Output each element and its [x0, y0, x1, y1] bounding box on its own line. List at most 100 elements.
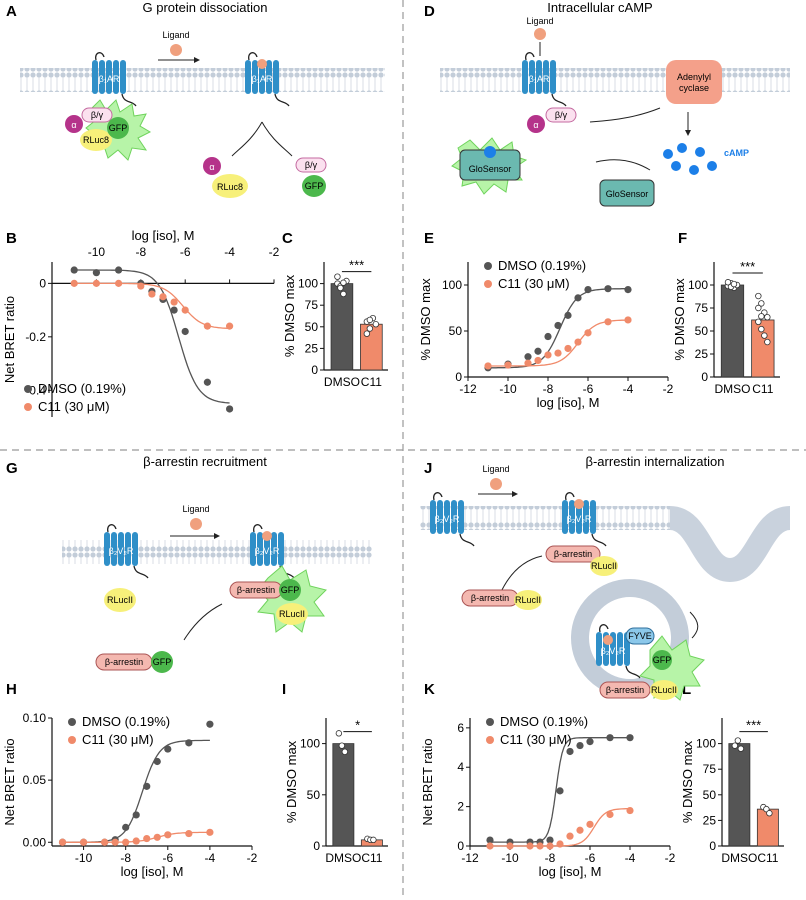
- data-point: [132, 811, 140, 819]
- data-point: [574, 338, 582, 346]
- data-point: [556, 787, 564, 795]
- data-point: [586, 738, 594, 746]
- panel-letter-g: G: [6, 460, 18, 477]
- panel-letter-c: C: [282, 230, 293, 247]
- membrane: [20, 68, 385, 92]
- y-tick-label: 0.10: [23, 711, 47, 725]
- y-axis-label: % DMSO max: [282, 274, 297, 357]
- bar-point: [724, 279, 732, 286]
- data-point: [143, 782, 151, 790]
- y-tick-label: 50: [703, 788, 717, 802]
- fyve-label: FYVE: [628, 631, 652, 641]
- alpha-free-label: α: [209, 162, 214, 172]
- data-point: [206, 720, 214, 728]
- y-axis-label: % DMSO max: [680, 740, 695, 823]
- alpha-subunit-icon: [65, 115, 83, 133]
- legend-label: C11 (30 μM): [82, 732, 154, 747]
- data-point: [79, 838, 88, 846]
- legend-marker: [486, 736, 494, 744]
- significance-label: *: [355, 718, 360, 733]
- data-point: [534, 356, 542, 365]
- rluc8-icon: [80, 129, 112, 151]
- y-tick-label: 0: [455, 370, 462, 384]
- data-point: [170, 306, 178, 314]
- x-tick-label: -4: [205, 851, 216, 865]
- y-tick-label: 0: [701, 370, 708, 384]
- data-point: [148, 290, 156, 298]
- y-tick-label: 25: [305, 341, 319, 355]
- panel-letter-l: L: [682, 681, 691, 698]
- data-point: [58, 838, 67, 846]
- panel-letter-i: I: [282, 681, 286, 698]
- y-axis-label: % DMSO max: [418, 278, 433, 361]
- data-point: [606, 734, 614, 742]
- bar: [728, 743, 751, 847]
- glosensor-label: GloSensor: [606, 189, 649, 199]
- data-point: [566, 832, 574, 840]
- y-tick-label: 6: [457, 721, 464, 735]
- data-point: [556, 840, 564, 848]
- panel-letter-d: D: [424, 3, 435, 20]
- data-point: [206, 828, 214, 836]
- x-tick-label: -6: [180, 245, 191, 259]
- legend-marker: [24, 385, 32, 393]
- data-point: [486, 842, 494, 850]
- adenylyl-cyclase-icon: [666, 60, 722, 104]
- bar: [720, 284, 745, 378]
- gfp-free-label: GFP: [153, 657, 172, 667]
- bar-category-label: DMSO: [325, 851, 361, 865]
- bar-point: [366, 316, 374, 324]
- data-point: [92, 279, 100, 287]
- bar-category-label: DMSO: [324, 375, 360, 389]
- schematic-d: Intracellular cAMP Ligand β₁AR α β/γ Ade…: [440, 0, 790, 207]
- legend-label: C11 (30 μM): [500, 732, 572, 747]
- data-point: [115, 266, 123, 274]
- data-point: [122, 823, 130, 831]
- data-point: [70, 279, 78, 287]
- beta-arrestin-label: β-arrestin: [237, 585, 275, 595]
- y-tick-label: 0: [709, 839, 716, 853]
- receptor-label: β₂V₂R: [435, 514, 460, 524]
- y-tick-label: 75: [695, 301, 709, 315]
- gfp-label: GFP: [281, 585, 300, 595]
- data-point: [624, 316, 632, 324]
- data-point: [203, 322, 211, 330]
- bar-point: [761, 332, 768, 339]
- beta-gamma-label: β/γ: [91, 110, 104, 120]
- data-point: [484, 362, 492, 370]
- y-axis-label: % DMSO max: [672, 278, 687, 361]
- data-point: [606, 810, 614, 819]
- significance-label: ***: [746, 718, 761, 733]
- data-point: [153, 833, 161, 841]
- x-tick-label: -2: [665, 851, 676, 865]
- data-point: [526, 842, 534, 850]
- data-point: [524, 353, 532, 361]
- data-point: [544, 351, 552, 359]
- data-point: [626, 734, 634, 742]
- fit-curve: [74, 282, 230, 330]
- data-point: [506, 842, 514, 850]
- legend-marker: [484, 262, 492, 270]
- rlucii-label: RLucII: [591, 561, 617, 571]
- y-tick-label: 50: [305, 320, 319, 334]
- bar-point: [737, 745, 745, 752]
- x-tick-label: -6: [583, 382, 594, 396]
- x-tick-label: -12: [459, 382, 477, 396]
- bar-point: [363, 330, 371, 337]
- bar-point: [730, 280, 738, 288]
- data-point: [626, 806, 634, 815]
- ligand-icon: [534, 28, 546, 40]
- legend-marker: [68, 718, 76, 726]
- significance-label: ***: [740, 259, 755, 274]
- bar-point: [755, 304, 762, 312]
- y-axis-label: Net BRET ratio: [420, 738, 435, 825]
- fit-curve: [62, 739, 210, 843]
- y-tick-label: 2: [457, 800, 464, 814]
- bar-point: [734, 737, 742, 744]
- panel-letter-f: F: [678, 230, 687, 247]
- panel-letter-a: A: [6, 3, 17, 20]
- y-axis-label: % DMSO max: [284, 740, 299, 823]
- x-tick-label: -10: [88, 245, 106, 259]
- bar-category-label: C11: [361, 375, 382, 389]
